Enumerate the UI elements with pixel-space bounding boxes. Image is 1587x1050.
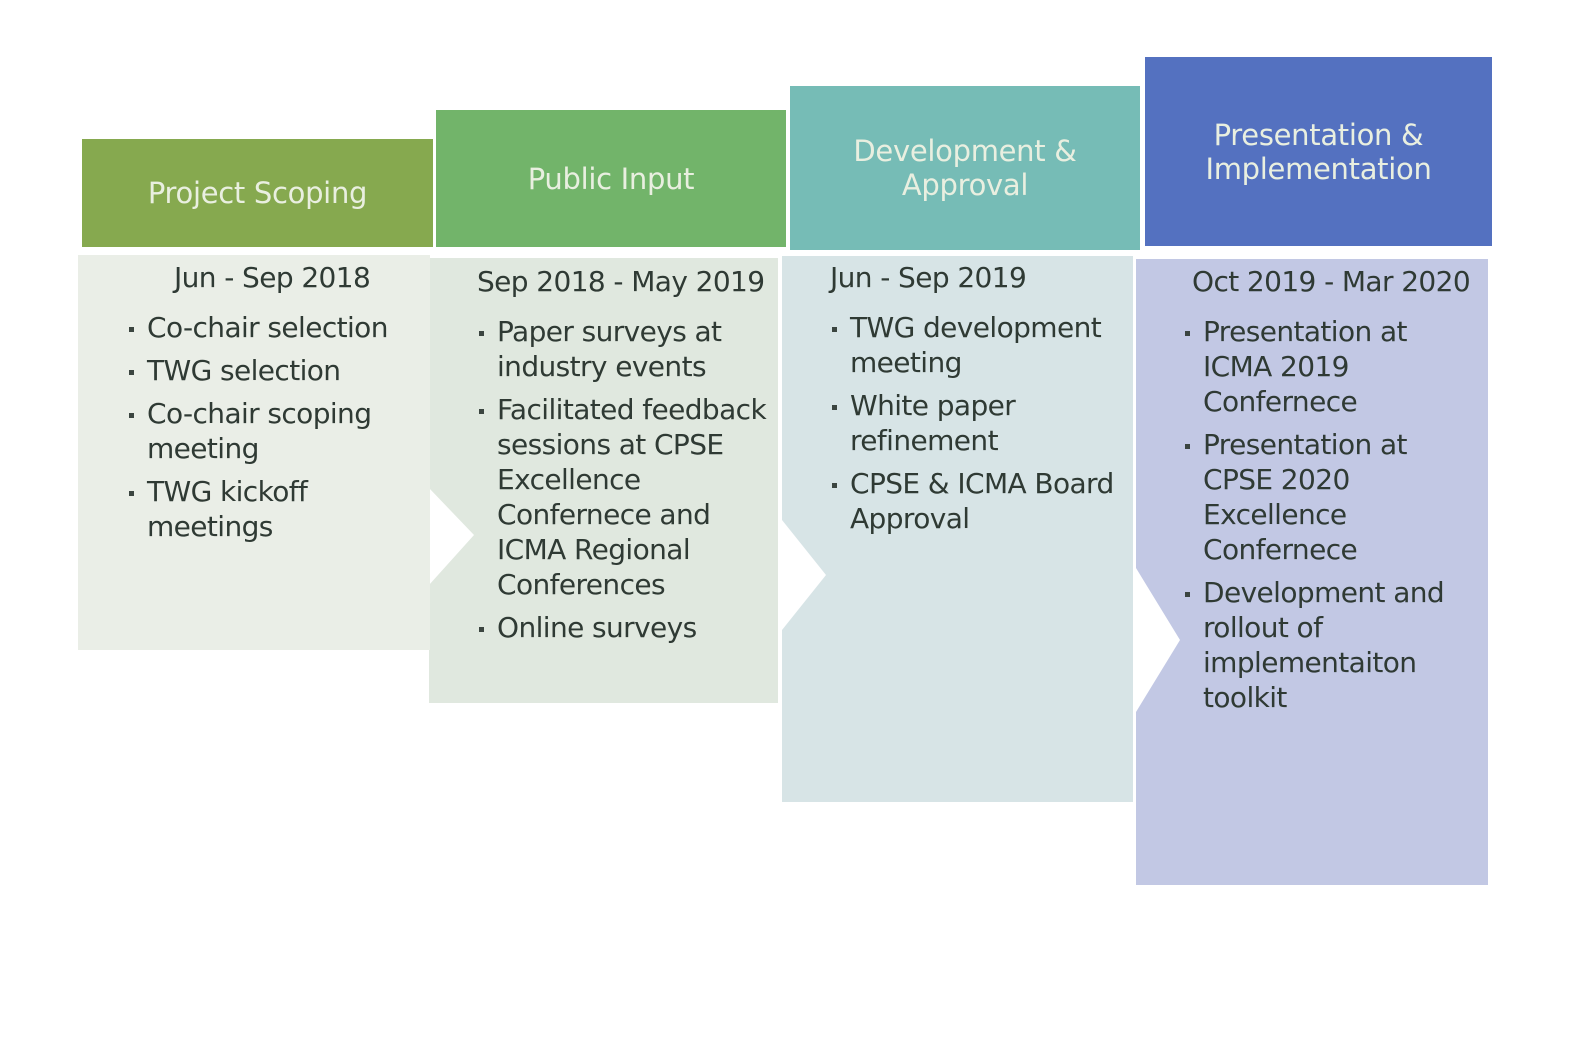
stage-title: Project Scoping [147,176,368,210]
list-item: Co-chair scoping meeting [127,396,417,466]
panel-shape [1136,259,1488,885]
list-item: Presentation at ICMA 2019 Confernece [1183,314,1473,419]
list-item: CPSE & ICMA Board Approval [830,466,1125,536]
list-item: Co-chair selection [127,310,417,345]
stage-item-list: TWG development meeting White paper refi… [830,310,1125,544]
list-item: Presentation at CPSE 2020 Excellence Con… [1183,427,1473,567]
stage-header: Presentation & Implementation [1145,57,1492,246]
stage-item-list: Presentation at ICMA 2019 Confernece Pre… [1183,314,1473,723]
panel-shape [429,258,778,703]
list-item: Paper surveys at industry events [477,314,767,384]
stage-title: Development & Approval [853,134,1077,202]
stage-period: Sep 2018 - May 2019 [477,265,765,298]
stage-header: Development & Approval [790,86,1140,250]
stage-period: Oct 2019 - Mar 2020 [1192,265,1471,298]
list-item: TWG kickoff meetings [127,474,417,544]
list-item: TWG development meeting [830,310,1125,380]
list-item: Facilitated feedback sessions at CPSE Ex… [477,392,767,602]
list-item: Online surveys [477,610,767,645]
stage-header: Public Input [436,110,786,247]
list-item: TWG selection [127,353,417,388]
stage-title: Presentation & Implementation [1205,117,1432,186]
stage-title: Public Input [527,161,695,196]
stage-item-list: Co-chair selection TWG selection Co-chai… [127,310,417,552]
stage-period: Jun - Sep 2018 [174,261,371,294]
list-item: White paper refinement [830,388,1125,458]
stage-item-list: Paper surveys at industry events Facilit… [477,314,767,653]
panel-shape [78,255,430,650]
stage-period: Jun - Sep 2019 [830,261,1027,294]
stage-header: Project Scoping [82,139,433,247]
panel-shape [782,256,1133,802]
list-item: Development and rollout of implementaito… [1183,575,1473,715]
